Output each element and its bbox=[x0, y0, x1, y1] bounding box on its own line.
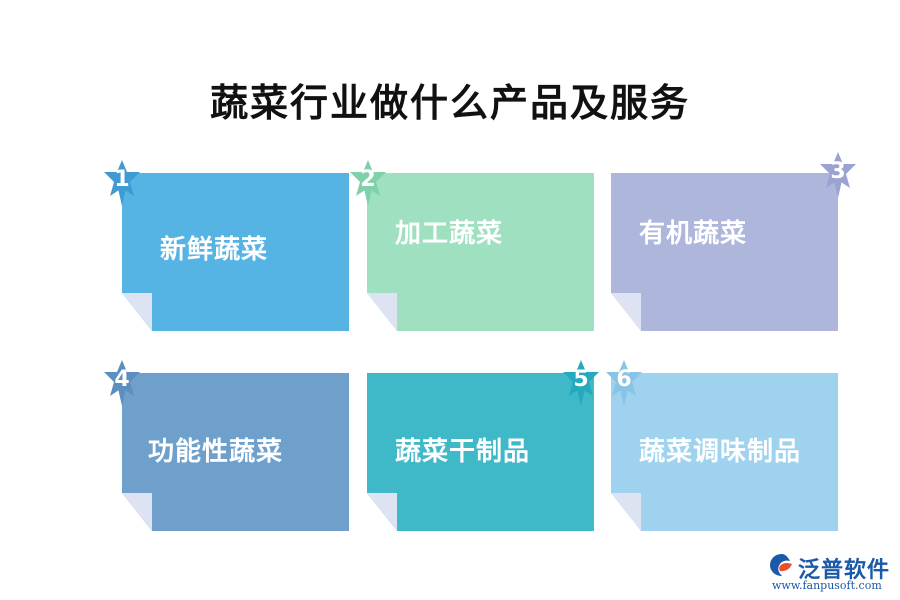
brand-logo-icon bbox=[770, 554, 792, 576]
card-vegetable-seasonings: 蔬菜调味制品 bbox=[611, 373, 838, 531]
card-label: 新鲜蔬菜 bbox=[160, 235, 269, 265]
star-number: 1 bbox=[114, 167, 130, 192]
card-fresh-vegetables: 新鲜蔬菜 bbox=[122, 173, 349, 331]
card-label: 蔬菜调味制品 bbox=[639, 437, 802, 467]
star-number: 6 bbox=[616, 367, 632, 392]
page-title: 蔬菜行业做什么产品及服务 bbox=[209, 81, 690, 125]
star-badge-3: 3 bbox=[818, 152, 858, 198]
card-label: 功能性蔬菜 bbox=[148, 437, 284, 467]
star-number: 4 bbox=[114, 367, 130, 392]
brand-logo: 泛普软件 www.fanpusoft.com bbox=[768, 552, 898, 598]
card-background bbox=[367, 173, 594, 331]
star-badge-6: 6 bbox=[604, 360, 644, 406]
star-badge-2: 2 bbox=[348, 160, 388, 206]
star-number: 5 bbox=[573, 367, 589, 392]
card-functional-vegetables: 功能性蔬菜 bbox=[122, 373, 349, 531]
brand-name: 泛普软件 bbox=[798, 558, 891, 583]
card-background bbox=[122, 373, 349, 531]
star-badge-4: 4 bbox=[102, 360, 142, 406]
star-number: 2 bbox=[360, 167, 376, 192]
star-number: 3 bbox=[830, 159, 846, 184]
card-label: 加工蔬菜 bbox=[395, 219, 504, 249]
brand-url: www.fanpusoft.com bbox=[772, 579, 882, 592]
card-processed-vegetables: 加工蔬菜 bbox=[367, 173, 594, 331]
card-background bbox=[611, 373, 838, 531]
star-badge-1: 1 bbox=[102, 160, 142, 206]
card-background bbox=[367, 373, 594, 531]
card-label: 蔬菜干制品 bbox=[395, 437, 531, 467]
star-badge-5: 5 bbox=[561, 360, 601, 406]
card-organic-vegetables: 有机蔬菜 bbox=[611, 173, 838, 331]
card-label: 有机蔬菜 bbox=[639, 219, 748, 249]
card-dried-vegetables: 蔬菜干制品 bbox=[367, 373, 594, 531]
card-background bbox=[611, 173, 838, 331]
card-background bbox=[122, 173, 349, 331]
